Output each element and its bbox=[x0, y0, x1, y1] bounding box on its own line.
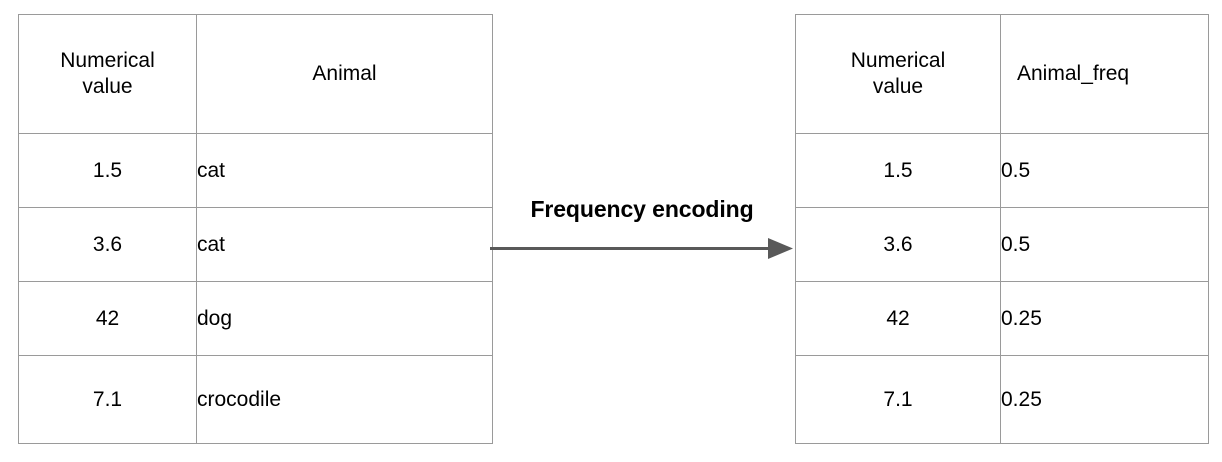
header-line-1: Numerical bbox=[60, 49, 155, 73]
cell-numerical-value: 3.6 bbox=[18, 207, 197, 282]
encoded-table: Numerical value Animal_freq 1.5 0.5 3.6 … bbox=[795, 14, 1209, 444]
cell-animal-freq: 0.5 bbox=[1000, 133, 1209, 208]
table-row: 42 0.25 bbox=[795, 281, 1209, 356]
cell-numerical-value: 42 bbox=[795, 281, 1001, 356]
cell-numerical-value: 3.6 bbox=[795, 207, 1001, 282]
cell-numerical-value: 1.5 bbox=[18, 133, 197, 208]
header-line-1: Numerical bbox=[850, 49, 946, 73]
cell-animal: crocodile bbox=[196, 355, 493, 444]
arrow-label: Frequency encoding bbox=[530, 196, 754, 222]
column-header-animal: Animal bbox=[196, 14, 493, 134]
table-row: 1.5 0.5 bbox=[795, 133, 1209, 208]
table-row: 3.6 0.5 bbox=[795, 207, 1209, 282]
column-header-numerical-value: Numerical value bbox=[795, 14, 1001, 134]
cell-animal-freq: 0.25 bbox=[1000, 355, 1209, 444]
table-row: 7.1 crocodile bbox=[18, 355, 493, 444]
table-header-row: Numerical value Animal bbox=[18, 14, 493, 134]
source-table: Numerical value Animal 1.5 cat 3.6 cat 4… bbox=[18, 14, 493, 444]
column-header-animal-freq: Animal_freq bbox=[1000, 14, 1209, 134]
header-line-2: value bbox=[872, 75, 924, 98]
cell-animal: cat bbox=[196, 133, 493, 208]
cell-numerical-value: 1.5 bbox=[795, 133, 1001, 208]
table-row: 1.5 cat bbox=[18, 133, 493, 208]
cell-animal-freq: 0.5 bbox=[1000, 207, 1209, 282]
cell-numerical-value: 42 bbox=[18, 281, 197, 356]
table-row: 7.1 0.25 bbox=[795, 355, 1209, 444]
column-header-numerical-value: Numerical value bbox=[18, 14, 197, 134]
table-row: 42 dog bbox=[18, 281, 493, 356]
header-line-2: value bbox=[82, 75, 133, 98]
cell-numerical-value: 7.1 bbox=[795, 355, 1001, 444]
cell-numerical-value: 7.1 bbox=[18, 355, 197, 444]
cell-animal-freq: 0.25 bbox=[1000, 281, 1209, 356]
table-row: 3.6 cat bbox=[18, 207, 493, 282]
cell-animal: dog bbox=[196, 281, 493, 356]
cell-animal: cat bbox=[196, 207, 493, 282]
table-header-row: Numerical value Animal_freq bbox=[795, 14, 1209, 134]
